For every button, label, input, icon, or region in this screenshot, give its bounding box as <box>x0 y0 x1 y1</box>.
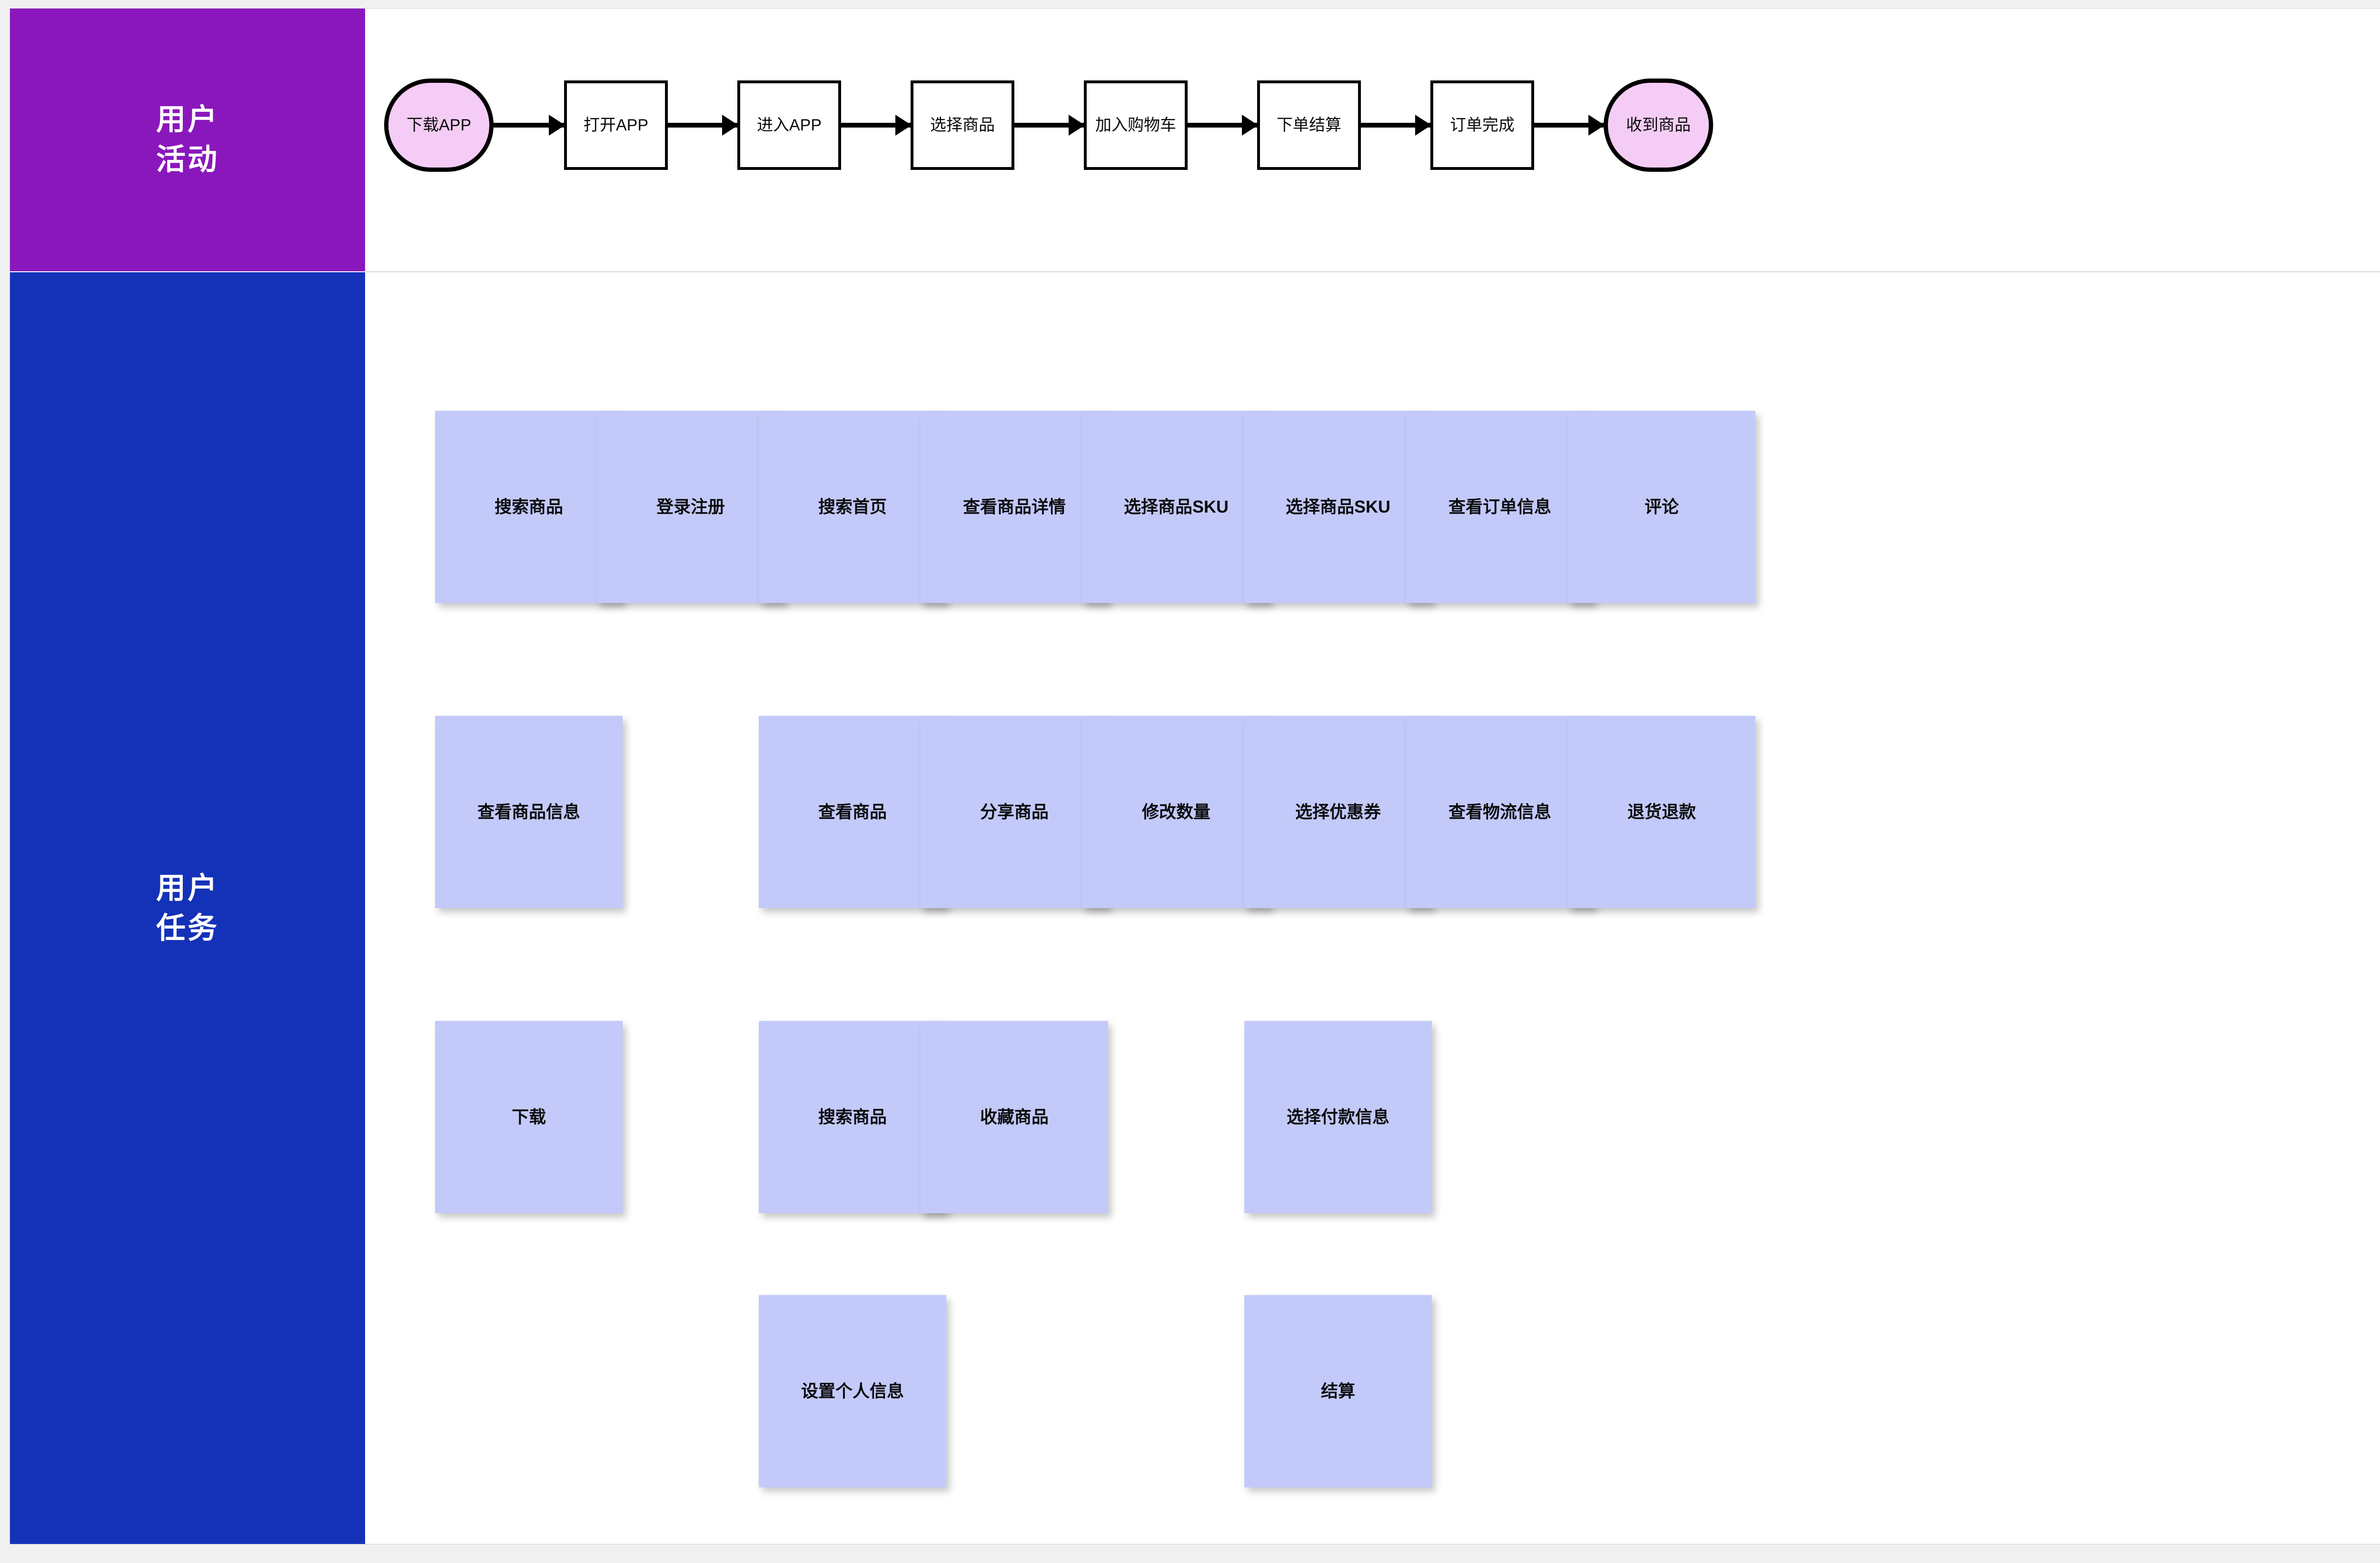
task-card[interactable]: 选择优惠券 <box>1244 716 1432 908</box>
flow-node-3[interactable]: 进入APP <box>737 80 841 170</box>
lane-divider <box>365 271 2380 272</box>
lane-label-user-task: 用户 任务 <box>10 272 365 1544</box>
task-card[interactable]: 查看物流信息 <box>1406 716 1594 908</box>
flow-node-6[interactable]: 下单结算 <box>1257 80 1361 170</box>
task-card[interactable]: 下载 <box>435 1021 623 1213</box>
task-card[interactable]: 修改数量 <box>1082 716 1270 908</box>
task-card[interactable]: 查看商品信息 <box>435 716 623 908</box>
task-card[interactable]: 设置个人信息 <box>759 1295 946 1487</box>
task-card[interactable]: 选择付款信息 <box>1244 1021 1432 1213</box>
flow-arrow-4 <box>1014 123 1084 128</box>
lane-activity-line1: 用户 <box>156 103 219 137</box>
flow-node-7[interactable]: 订单完成 <box>1430 80 1534 170</box>
activity-flow: 下载APP 打开APP 进入APP 选择商品加入购物车下单结算订单完成收到商品 <box>365 9 2380 271</box>
task-card[interactable]: 分享商品 <box>921 716 1108 908</box>
task-card[interactable]: 查看订单信息 <box>1406 411 1594 603</box>
task-card[interactable]: 评论 <box>1568 411 1755 603</box>
task-card[interactable]: 结算 <box>1244 1295 1432 1487</box>
task-card[interactable]: 查看商品详情 <box>921 411 1108 603</box>
flow-node-2[interactable]: 打开APP <box>564 80 668 170</box>
flow-node-4[interactable]: 选择商品 <box>911 80 1014 170</box>
lane-task-line2: 任务 <box>156 911 219 945</box>
task-card[interactable]: 收藏商品 <box>921 1021 1108 1213</box>
flow-node-8[interactable]: 收到商品 <box>1604 79 1713 172</box>
task-card[interactable]: 选择商品SKU <box>1244 411 1432 603</box>
lane-label-user-activity: 用户 活动 <box>10 9 365 271</box>
flow-arrow-1 <box>494 123 564 128</box>
flow-node-1[interactable]: 下载APP <box>384 79 494 172</box>
task-card[interactable]: 退货退款 <box>1568 716 1755 908</box>
task-card[interactable]: 登录注册 <box>597 411 784 603</box>
flow-node-5[interactable]: 加入购物车 <box>1084 80 1188 170</box>
diagram-canvas: 用户 活动 用户 任务 下载APP 打开APP 进入APP 选择商品加入购物车下单结算… <box>10 8 2380 1544</box>
task-card[interactable]: 搜索首页 <box>759 411 946 603</box>
task-card[interactable]: 搜索商品 <box>759 1021 946 1213</box>
flow-arrow-6 <box>1361 123 1430 128</box>
task-card[interactable]: 查看商品 <box>759 716 946 908</box>
flow-arrow-7 <box>1534 123 1604 128</box>
flow-arrow-5 <box>1188 123 1257 128</box>
flow-arrow-3 <box>841 123 911 128</box>
lane-activity-line2: 活动 <box>156 143 219 176</box>
task-card[interactable]: 搜索商品 <box>435 411 623 603</box>
lane-task-line1: 用户 <box>156 871 219 905</box>
task-card[interactable]: 选择商品SKU <box>1082 411 1270 603</box>
flow-arrow-2 <box>668 123 737 128</box>
